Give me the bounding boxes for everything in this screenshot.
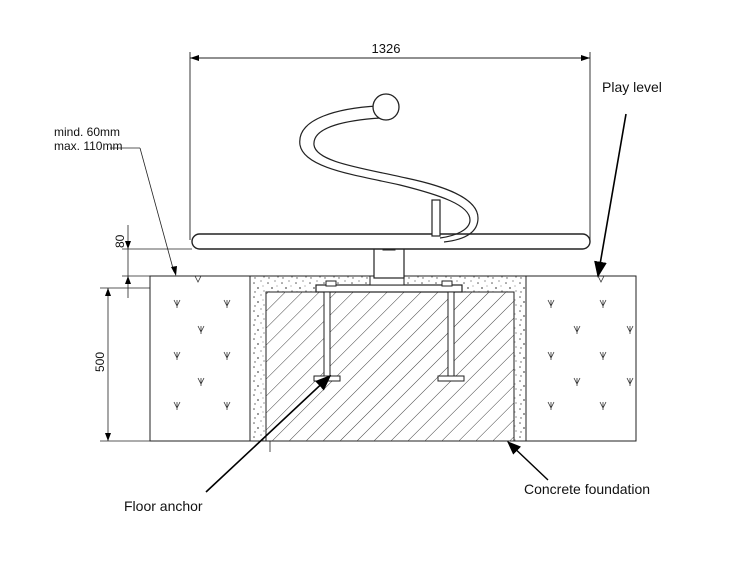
soil-symbols [173, 275, 634, 410]
concrete-foundation-label: Concrete foundation [524, 481, 650, 497]
top-dimension: 80 [113, 225, 192, 298]
top-dim-label: 80 [113, 234, 127, 248]
concrete-foundation-callout: Concrete foundation [506, 441, 650, 497]
clearance-note: mind. 60mm max. 110mm [54, 125, 177, 276]
spiral-rod [299, 105, 479, 243]
depth-dim-label: 500 [93, 352, 107, 372]
soil-right [525, 275, 637, 442]
soil-left [149, 275, 251, 442]
floor-anchor-label: Floor anchor [124, 498, 203, 514]
width-dimension: 1326 [189, 41, 591, 240]
floor-anchor-callout: Floor anchor [124, 374, 332, 514]
play-level-label: Play level [602, 79, 662, 95]
depth-dimension: 500 [93, 287, 150, 442]
base-bar [191, 233, 591, 250]
max-label: max. 110mm [54, 139, 122, 153]
ball-top [372, 93, 400, 121]
width-dim-label: 1326 [372, 41, 401, 56]
mind-label: mind. 60mm [54, 125, 120, 139]
concrete-foundation [249, 275, 527, 442]
play-level-callout: Play level [594, 79, 662, 278]
